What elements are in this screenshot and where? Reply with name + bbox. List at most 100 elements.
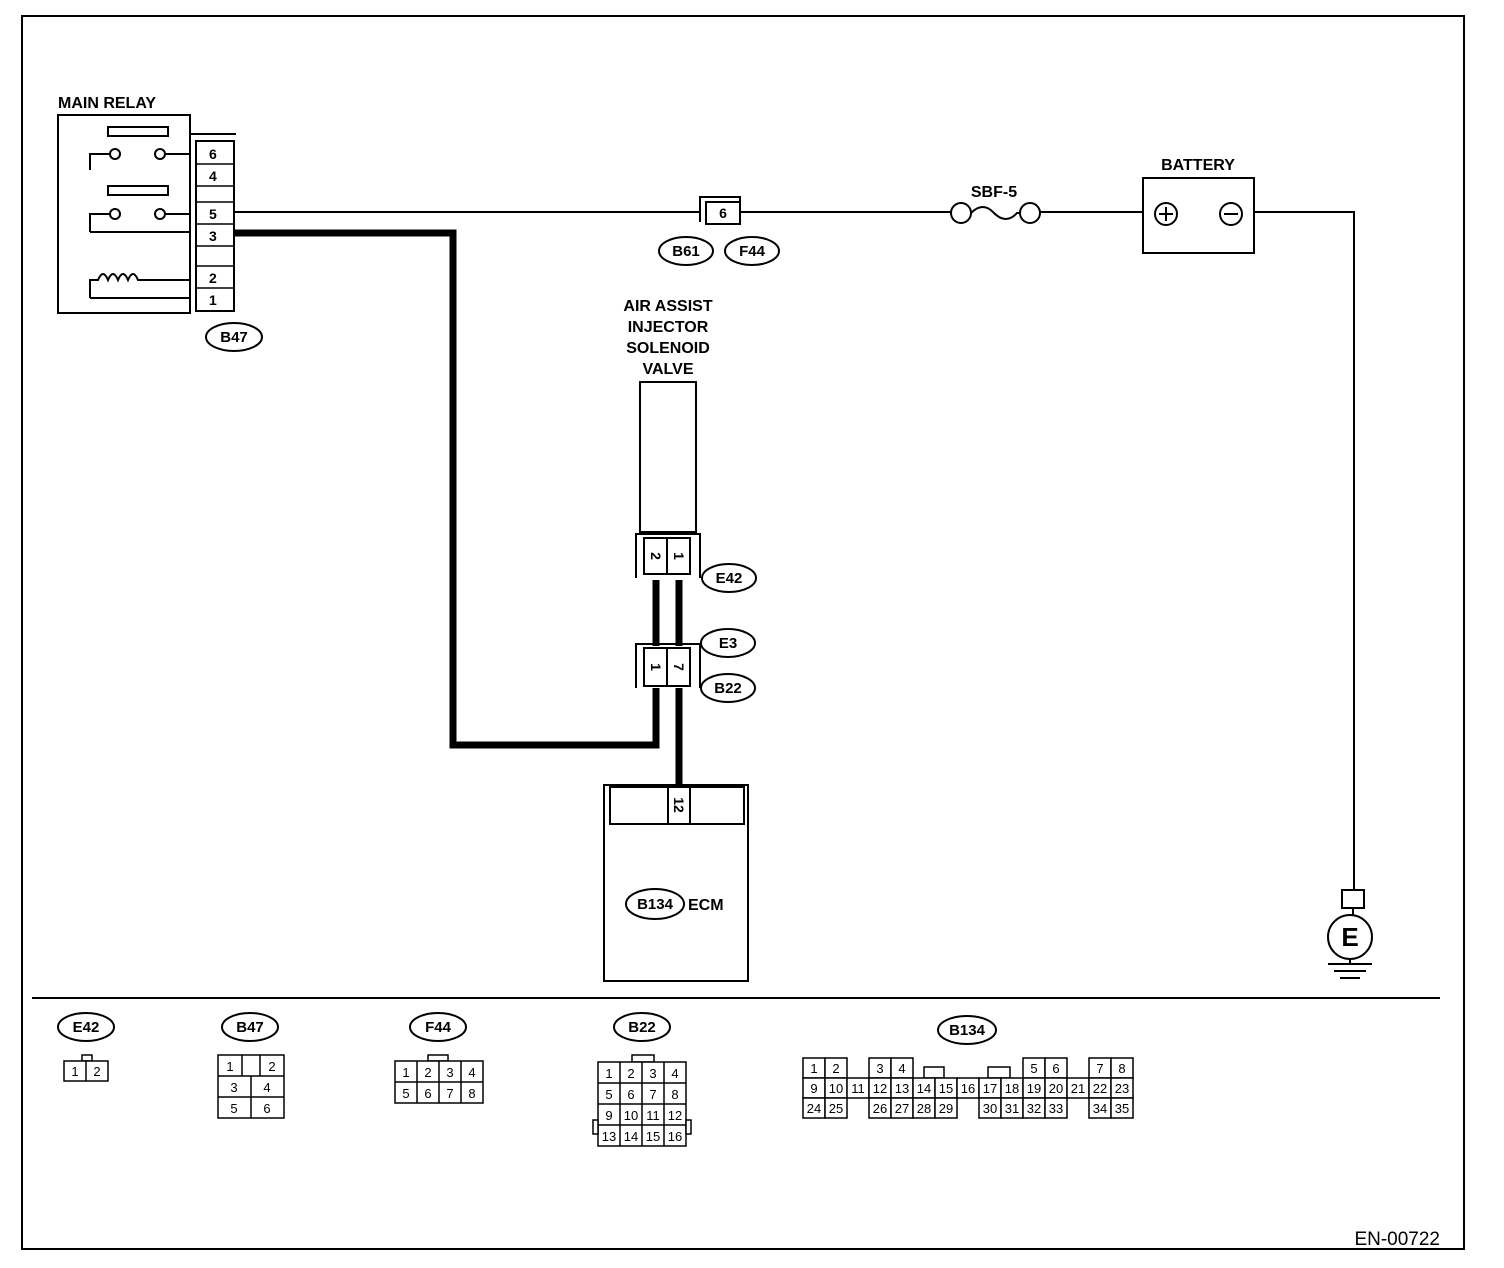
connector-view-pin: 4	[671, 1066, 678, 1081]
connector-view-pin: 31	[1005, 1101, 1019, 1116]
connector-view-cell	[923, 1066, 945, 1079]
connector-view-cell	[824, 1097, 848, 1119]
main-relay: MAIN RELAY 6 4 5 3 2 1	[57, 95, 263, 352]
connector-view-pin: 5	[402, 1086, 409, 1101]
connector-view-f44: F44 1 2 3 4 5 6 7 8	[394, 1012, 484, 1104]
connector-view-pin: 14	[917, 1081, 931, 1096]
relay-pin: 5	[209, 206, 217, 222]
diagram-code-label: EN-00722	[1354, 1229, 1440, 1250]
connector-view-pin: 7	[446, 1086, 453, 1101]
valve-label-line: AIR ASSIST	[623, 298, 712, 315]
connector-view-pin: 22	[1093, 1081, 1107, 1096]
connector-view-pin: 7	[649, 1087, 656, 1102]
wires	[234, 211, 1355, 890]
connector-view-pin: 32	[1027, 1101, 1041, 1116]
battery: BATTERY	[1142, 157, 1255, 254]
connector-view-pin: 26	[873, 1101, 887, 1116]
connector-view-pin: 13	[602, 1129, 616, 1144]
connector-view-pin: 21	[1071, 1081, 1085, 1096]
fuse-sbf5: SBF-5	[950, 184, 1041, 224]
connector-view-pin: 16	[668, 1129, 682, 1144]
connector-view-pin: 14	[624, 1129, 638, 1144]
connector-view-pin: 6	[263, 1101, 270, 1116]
b134-connector-tag: B134	[637, 896, 674, 913]
connector-view-pin: 29	[939, 1101, 953, 1116]
connector-view-pin: 27	[895, 1101, 909, 1116]
connector-view-pin: 12	[668, 1108, 682, 1123]
connector-view-pin: 25	[829, 1101, 843, 1116]
relay-pin: 3	[209, 228, 217, 244]
connector-view-name: F44	[425, 1019, 452, 1036]
connector-view-pin: 15	[939, 1081, 953, 1096]
connector-view-pin: 10	[624, 1108, 638, 1123]
connector-view-pin: 5	[230, 1101, 237, 1116]
joint-pin: 7	[671, 663, 687, 671]
valve-label-line: SOLENOID	[626, 340, 710, 357]
connector-view-pin: 4	[263, 1080, 270, 1095]
relay-pin: 1	[209, 292, 217, 308]
inline-connector: 6 B61 F44	[658, 196, 780, 266]
e42-connector-tag: E42	[716, 570, 743, 587]
connector-view-pin: 13	[895, 1081, 909, 1096]
connector-view-pin: 19	[1027, 1081, 1041, 1096]
ground: E	[1327, 889, 1373, 979]
connector-view-pin: 2	[627, 1066, 634, 1081]
connector-view-pin: 1	[226, 1059, 233, 1074]
connector-view-cell	[1110, 1097, 1134, 1119]
connector-view-pin: 16	[961, 1081, 975, 1096]
connector-view-pin: 10	[829, 1081, 843, 1096]
connector-view-pin: 1	[402, 1065, 409, 1080]
connector-view-pin: 5	[1030, 1061, 1037, 1076]
connector-view-pin: 20	[1049, 1081, 1063, 1096]
connector-view-pin: 33	[1049, 1101, 1063, 1116]
connector-view-pin: 1	[71, 1064, 78, 1079]
connector-view-pin: 18	[1005, 1081, 1019, 1096]
relay-pin: 6	[209, 146, 217, 162]
connector-view-pin: 7	[1096, 1061, 1103, 1076]
connector-view-pin: 4	[468, 1065, 475, 1080]
fuse-label: SBF-5	[971, 184, 1017, 201]
main-relay-label: MAIN RELAY	[58, 95, 156, 112]
connector-view-pin: 34	[1093, 1101, 1107, 1116]
inline-connector-pin: 6	[719, 205, 727, 221]
connector-view-pin: 23	[1115, 1081, 1129, 1096]
valve-label-line: VALVE	[643, 361, 694, 378]
connector-view-b22: B22 1 2 3 4 5 6 7 8 9 10 11 12 13 14 15	[592, 1012, 692, 1147]
connector-view-pin: 2	[93, 1064, 100, 1079]
connector-view-pin: 3	[230, 1080, 237, 1095]
connector-view-pin: 17	[983, 1081, 997, 1096]
connector-view-pin: 9	[810, 1081, 817, 1096]
valve-label-line: INJECTOR	[628, 319, 709, 336]
connector-view-pin: 24	[807, 1101, 821, 1116]
connector-view-e42: E42 1 2	[57, 1012, 115, 1082]
connector-view-pin: 12	[873, 1081, 887, 1096]
joint-connector: 1 7 E3 B22	[635, 628, 756, 703]
connector-view-pin: 15	[646, 1129, 660, 1144]
connector-view-pin: 3	[649, 1066, 656, 1081]
b47-connector-tag: B47	[220, 329, 248, 346]
diagram-frame	[21, 15, 1465, 1250]
connector-view-pin: 2	[424, 1065, 431, 1080]
connector-view-name: B134	[949, 1022, 986, 1039]
connector-view-pin: 6	[424, 1086, 431, 1101]
connector-view-pin: 11	[851, 1081, 865, 1096]
b22-connector-tag: B22	[714, 680, 742, 697]
relay-pin: 4	[209, 168, 217, 184]
connector-views: E42 1 2 B47 1 2 3 4 5 6 F44	[57, 1012, 1134, 1147]
connector-view-pin: 35	[1115, 1101, 1129, 1116]
valve-pin: 1	[671, 552, 687, 560]
joint-pin: 1	[648, 663, 664, 671]
connector-view-name: B47	[236, 1019, 264, 1036]
ground-label: E	[1341, 922, 1358, 952]
connector-view-pin: 1	[605, 1066, 612, 1081]
connector-view-pin: 11	[646, 1108, 660, 1123]
connector-view-pin: 3	[876, 1061, 883, 1076]
air-assist-injector-solenoid-valve: AIR ASSIST INJECTOR SOLENOID VALVE 2 1 E…	[623, 298, 757, 593]
connector-view-pin: 3	[446, 1065, 453, 1080]
connector-view-pin: 30	[983, 1101, 997, 1116]
connector-view-cell	[1044, 1097, 1068, 1119]
connector-view-pin: 9	[605, 1108, 612, 1123]
connector-view-name: B22	[628, 1019, 656, 1036]
